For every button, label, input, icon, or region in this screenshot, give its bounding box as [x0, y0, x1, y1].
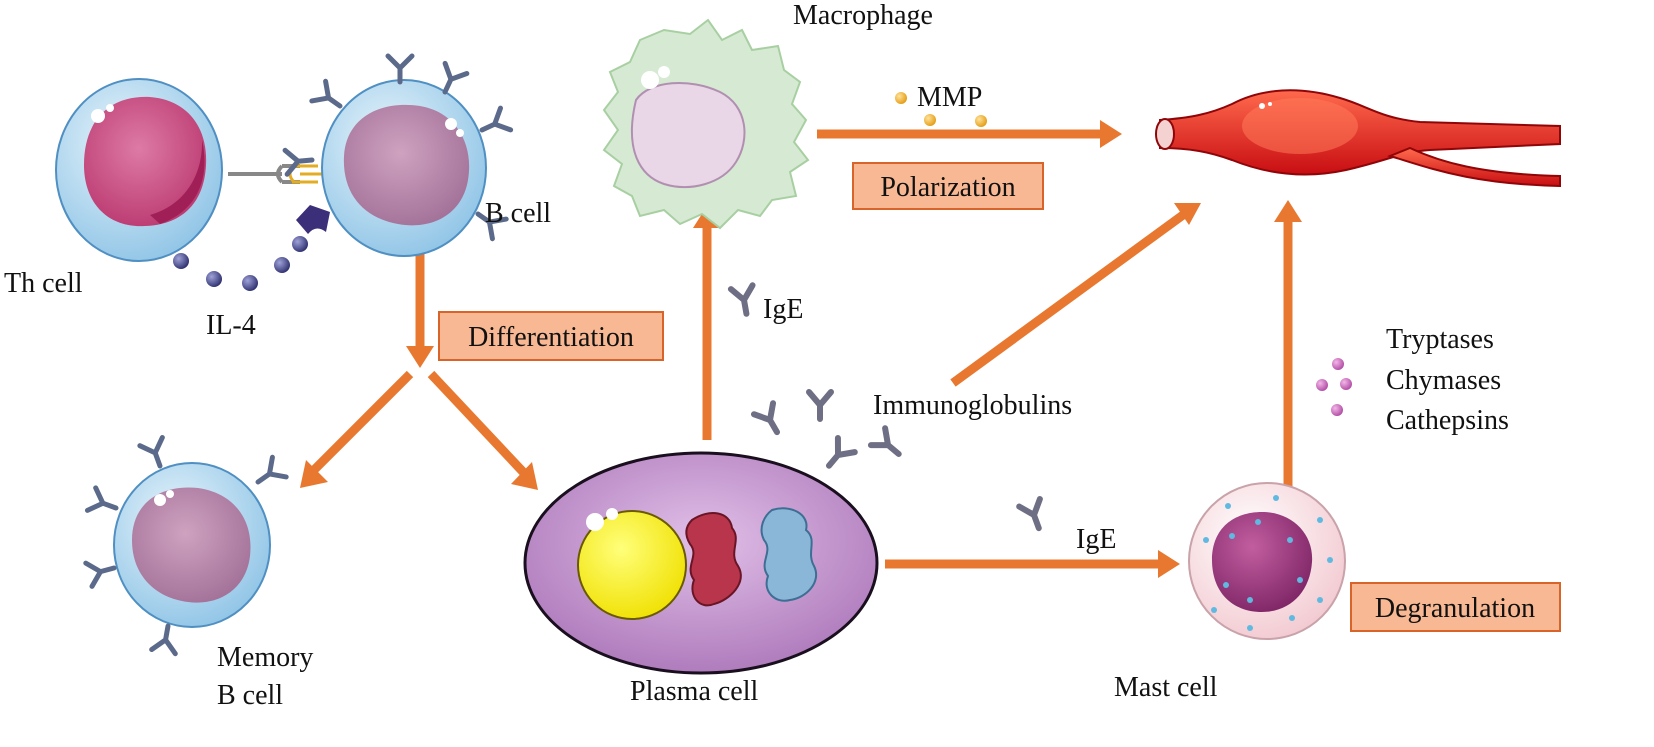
- degranulation-label: Degranulation: [1375, 593, 1535, 624]
- memory-b-cell: [86, 437, 286, 653]
- macrophage-label: Macrophage: [793, 0, 933, 31]
- degranulation-box: Degranulation: [1350, 582, 1561, 632]
- differentiation-box: Differentiation: [438, 311, 664, 361]
- th-cell: [55, 78, 223, 262]
- immunoglobulins-label: Immunoglobulins: [873, 390, 1072, 421]
- arrow-head: [1174, 203, 1201, 225]
- il4-label: IL-4: [206, 310, 256, 341]
- chymases-label: Chymases: [1386, 365, 1501, 396]
- mast-cell-label: Mast cell: [1114, 672, 1218, 703]
- ige-upper-label: IgE: [763, 294, 803, 325]
- b-cell-label: B cell: [485, 198, 551, 229]
- plasma-cell-label: Plasma cell: [630, 676, 759, 707]
- arrow-head: [511, 462, 538, 490]
- arrow-head: [300, 460, 328, 488]
- synapse-connector: [228, 164, 324, 184]
- arrow-immunoglobulins-to-vessel: [950, 211, 1186, 387]
- ige-lower-icon: [1019, 499, 1049, 532]
- arrow-to-plasma-cell: [427, 370, 529, 478]
- tryptases-label: Tryptases: [1386, 324, 1494, 355]
- polarization-box: Polarization: [852, 162, 1044, 210]
- arrow-head: [406, 346, 434, 368]
- ige-upper-icon: [731, 285, 757, 315]
- il4-receptor: [296, 205, 330, 234]
- th-cell-label: Th cell: [4, 268, 83, 299]
- arrow-head: [1100, 120, 1122, 148]
- mmp-dots: [895, 92, 987, 127]
- il4-molecules: [173, 205, 330, 291]
- arrows: [300, 120, 1302, 578]
- ige-lower-label: IgE: [1076, 524, 1116, 555]
- mmp-label: MMP: [917, 82, 982, 113]
- macrophage: [602, 18, 810, 230]
- differentiation-label: Differentiation: [468, 322, 634, 353]
- endoplasmic-reticulum: [685, 512, 742, 607]
- memory-b-cell-label-line1: Memory: [217, 642, 313, 673]
- b-cell: [285, 56, 511, 257]
- polarization-label: Polarization: [880, 172, 1015, 203]
- mast-cell: [1188, 482, 1346, 640]
- golgi-apparatus: [760, 507, 817, 602]
- arrow-head: [1274, 200, 1302, 222]
- plasma-cell: [523, 451, 879, 675]
- arrow-head: [1158, 550, 1180, 578]
- blood-vessel-aneurysm: [1155, 89, 1561, 188]
- arrow-to-memory-b-cell: [308, 370, 414, 476]
- memory-b-cell-label-line2: B cell: [217, 680, 283, 711]
- cathepsins-label: Cathepsins: [1386, 405, 1509, 436]
- protease-dots: [1316, 358, 1352, 416]
